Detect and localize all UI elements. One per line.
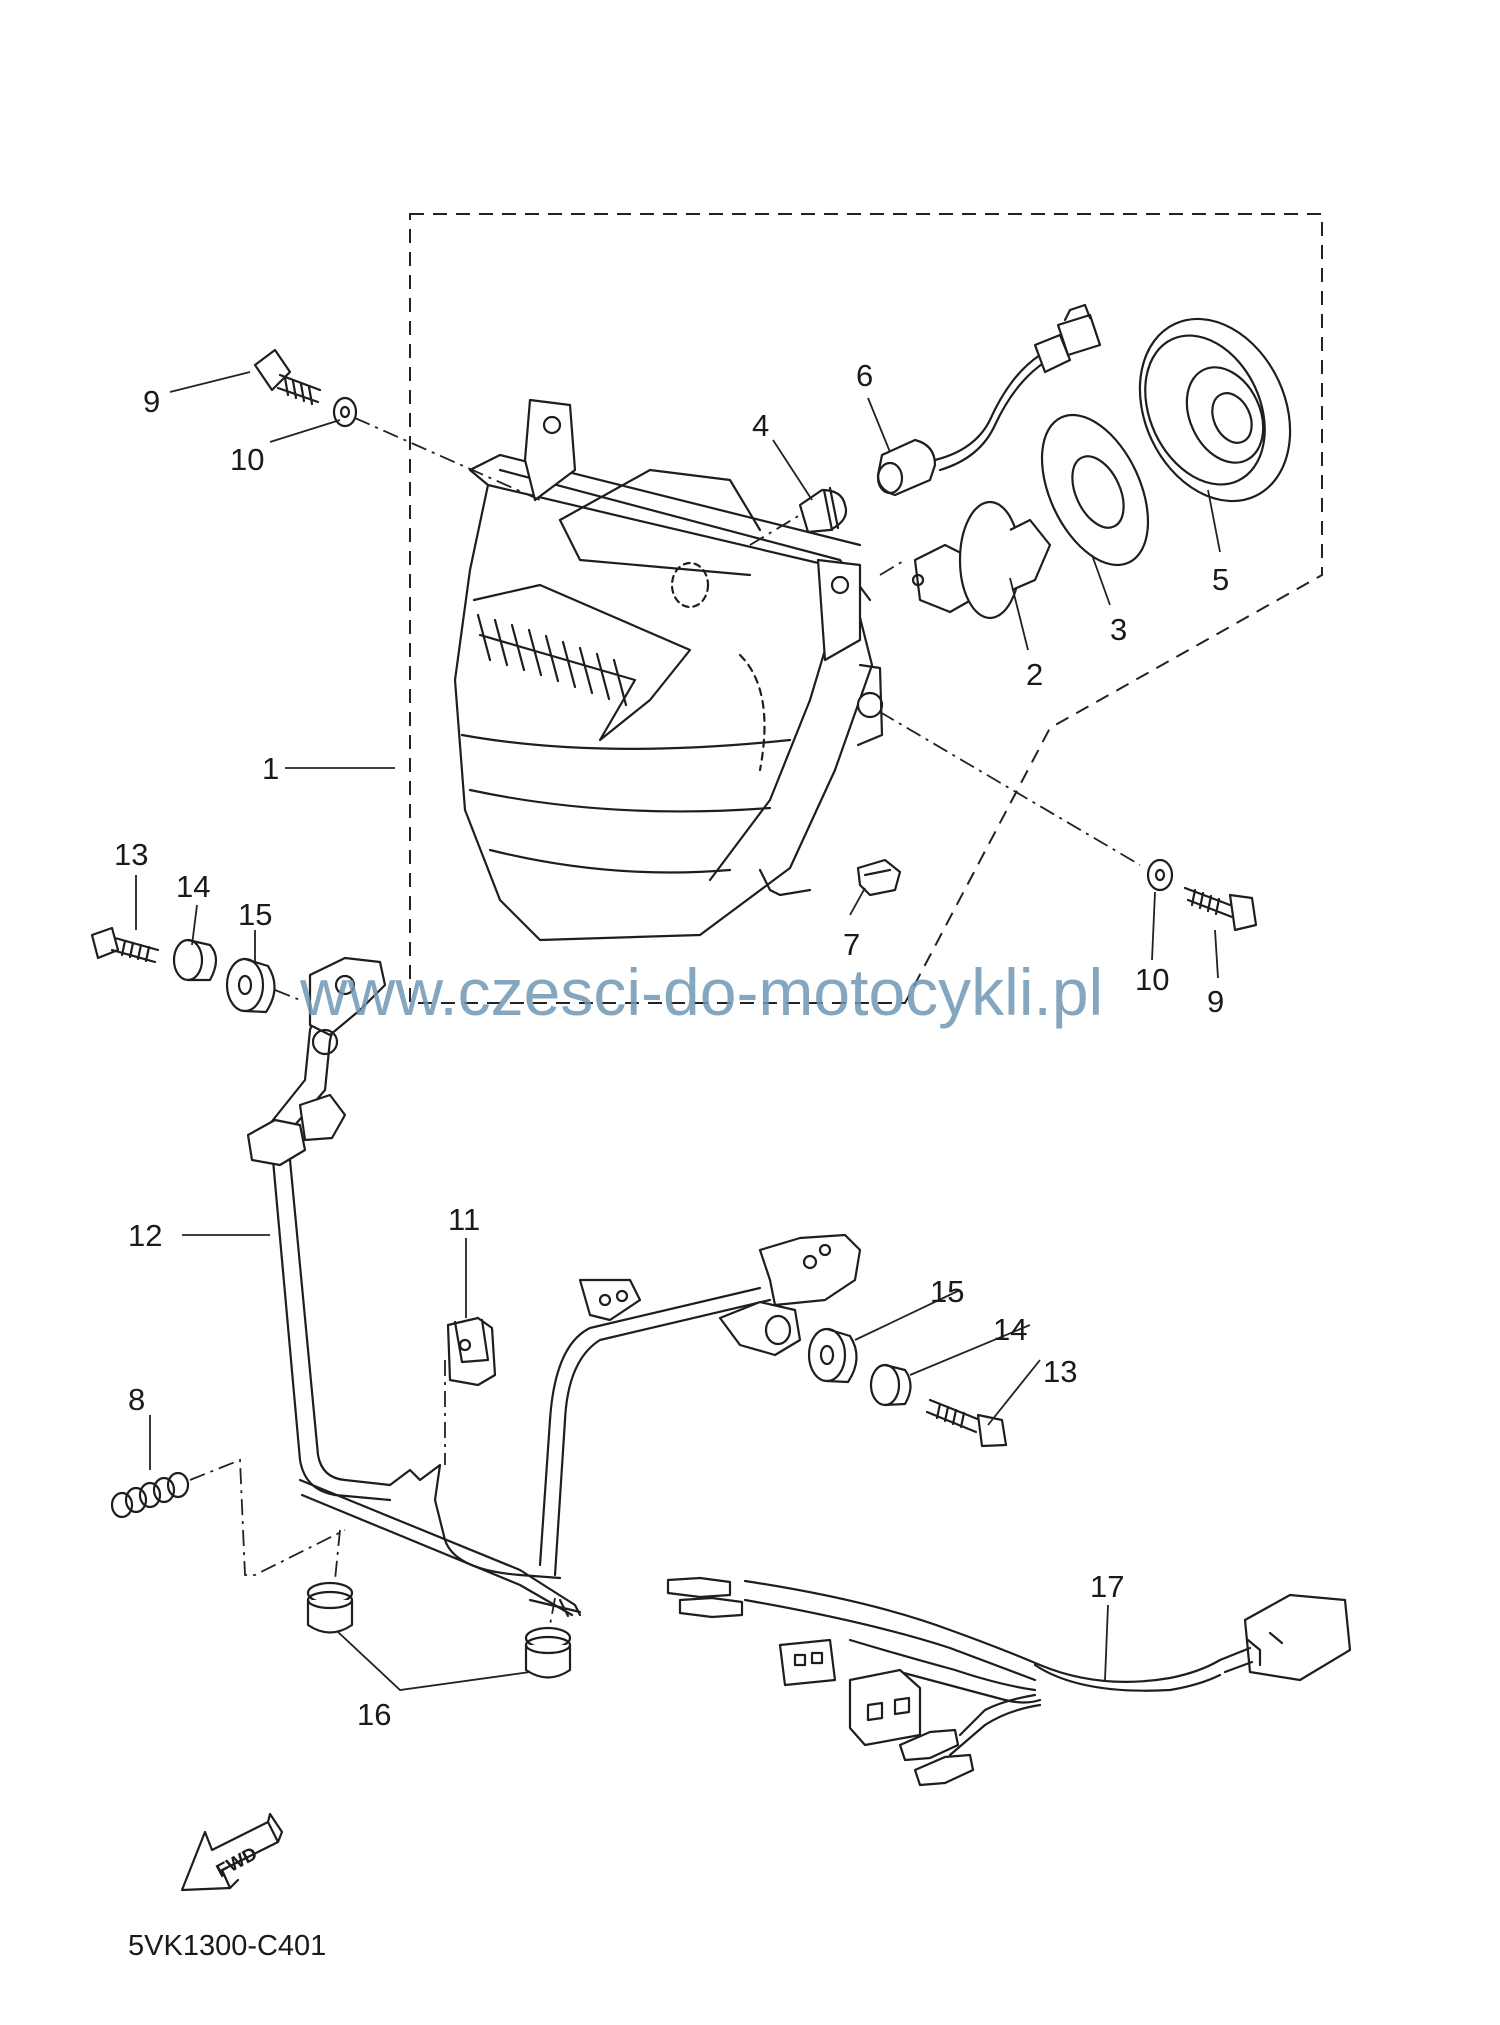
bulb-socket-cord[interactable] bbox=[876, 303, 1102, 497]
callout-9-right: 9 bbox=[1207, 984, 1224, 1019]
callout-2: 2 bbox=[1026, 657, 1043, 692]
collar-left[interactable] bbox=[172, 938, 218, 982]
headlight-housing[interactable] bbox=[453, 398, 884, 942]
forward-direction-arrow-icon: FWD bbox=[180, 1812, 284, 1892]
callout-7: 7 bbox=[843, 927, 860, 962]
axis-bolt-right bbox=[879, 711, 1141, 866]
rubber-damper-right[interactable] bbox=[807, 1327, 858, 1384]
position-light-bulb[interactable] bbox=[798, 486, 848, 534]
axis-small-bulb bbox=[749, 514, 801, 546]
watermark-text: www.czesci-do-motocykli.pl bbox=[299, 955, 1103, 1029]
callout-10-upper: 10 bbox=[230, 442, 264, 477]
adjuster-spring[interactable] bbox=[110, 1471, 190, 1519]
clip-nut[interactable] bbox=[446, 1316, 497, 1387]
callout-3: 3 bbox=[1110, 612, 1127, 647]
headlight-wire-harness[interactable] bbox=[666, 1576, 1352, 1787]
callout-15-right: 15 bbox=[930, 1274, 964, 1309]
bulb-cover[interactable] bbox=[1111, 294, 1318, 525]
axis-bolt-upper bbox=[354, 417, 541, 501]
callout-4: 4 bbox=[752, 408, 769, 443]
callout-6: 6 bbox=[856, 358, 873, 393]
axis-damper-left bbox=[274, 989, 301, 1001]
leader-lines bbox=[135, 371, 1221, 1691]
callout-9-upper: 9 bbox=[143, 384, 160, 419]
callout-1: 1 bbox=[262, 751, 279, 786]
axis-spring bbox=[189, 1458, 346, 1576]
callout-15-left: 15 bbox=[238, 897, 272, 932]
headlight-bracket-stay[interactable] bbox=[246, 956, 862, 1618]
callout-5: 5 bbox=[1212, 562, 1229, 597]
grommet-right[interactable] bbox=[524, 1626, 572, 1679]
bolt-upper-left[interactable] bbox=[253, 348, 322, 406]
callout-14-right: 14 bbox=[993, 1312, 1027, 1347]
axis-grommet-left bbox=[334, 1529, 341, 1581]
bolt-right-lower[interactable] bbox=[925, 1398, 1008, 1448]
washer-upper-left[interactable] bbox=[332, 396, 358, 428]
callout-17: 17 bbox=[1090, 1569, 1124, 1604]
callout-11: 11 bbox=[448, 1202, 480, 1237]
rubber-damper-left[interactable] bbox=[225, 957, 276, 1014]
callout-labels: 1 2 3 4 5 6 7 8 9 9 10 10 11 12 13 13 14… bbox=[114, 358, 1229, 1732]
bolt-right[interactable] bbox=[1183, 886, 1258, 932]
collar-right[interactable] bbox=[869, 1363, 912, 1407]
bolt-left[interactable] bbox=[90, 926, 160, 964]
callout-8: 8 bbox=[128, 1382, 145, 1417]
callout-12: 12 bbox=[128, 1218, 162, 1253]
callout-13-left: 13 bbox=[114, 837, 148, 872]
headlight-bulb[interactable] bbox=[911, 500, 1052, 620]
callout-13-right: 13 bbox=[1043, 1354, 1077, 1389]
bulb-rubber-seal[interactable] bbox=[1020, 398, 1169, 581]
axis-bulb bbox=[879, 559, 906, 576]
callout-16: 16 bbox=[357, 1697, 391, 1732]
headlight-clip[interactable] bbox=[856, 858, 902, 897]
callout-10-right: 10 bbox=[1135, 962, 1169, 997]
washer-right[interactable] bbox=[1146, 858, 1174, 892]
grommet-left[interactable] bbox=[306, 1581, 354, 1634]
diagram-reference-code: 5VK1300-C401 bbox=[128, 1930, 326, 1962]
axis-grommet-right bbox=[549, 1597, 556, 1626]
callout-14-left: 14 bbox=[176, 869, 210, 904]
